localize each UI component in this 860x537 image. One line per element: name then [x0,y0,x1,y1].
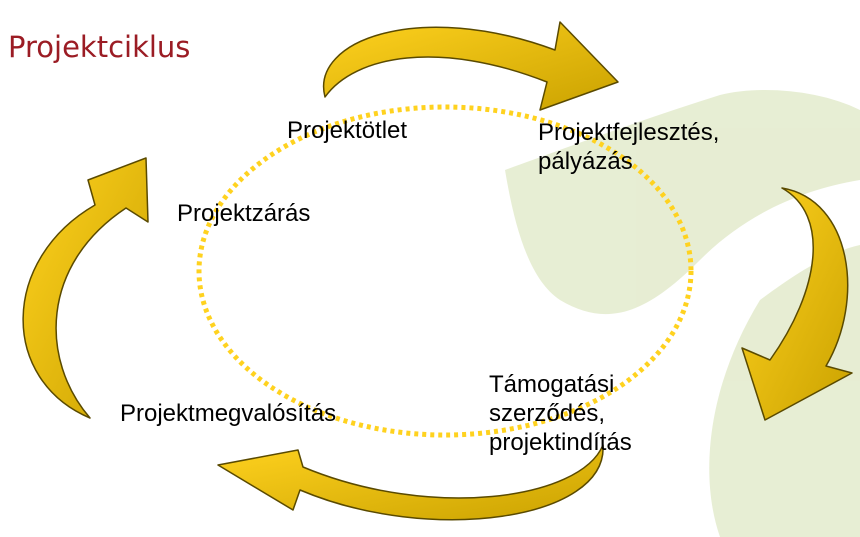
stage-label-development-line: pályázás [538,148,633,175]
bottom-arrow [217,444,604,521]
stage-label-contract-line: Támogatási [489,371,615,398]
stage-label-closing: Projektzárás [177,200,311,227]
right-arrow [741,187,853,421]
left-arrow [22,157,149,419]
stage-label-contract-line: szerződés, [489,400,606,427]
stage-label-contract-line: projektindítás [489,429,632,456]
stage-label-implementation: Projektmegvalósítás [120,400,337,427]
stage-label-development-line: Projektfejlesztés, [538,119,720,146]
top-arrow [322,21,619,111]
stage-label-idea: Projektötlet [287,117,408,144]
stage-label-contract: Támogatási szerződés, projektindítás [489,370,632,457]
stage-label-development: Projektfejlesztés, pályázás [538,118,719,176]
cycle-ellipse [196,104,694,438]
page-title: Projektciklus [8,30,191,64]
